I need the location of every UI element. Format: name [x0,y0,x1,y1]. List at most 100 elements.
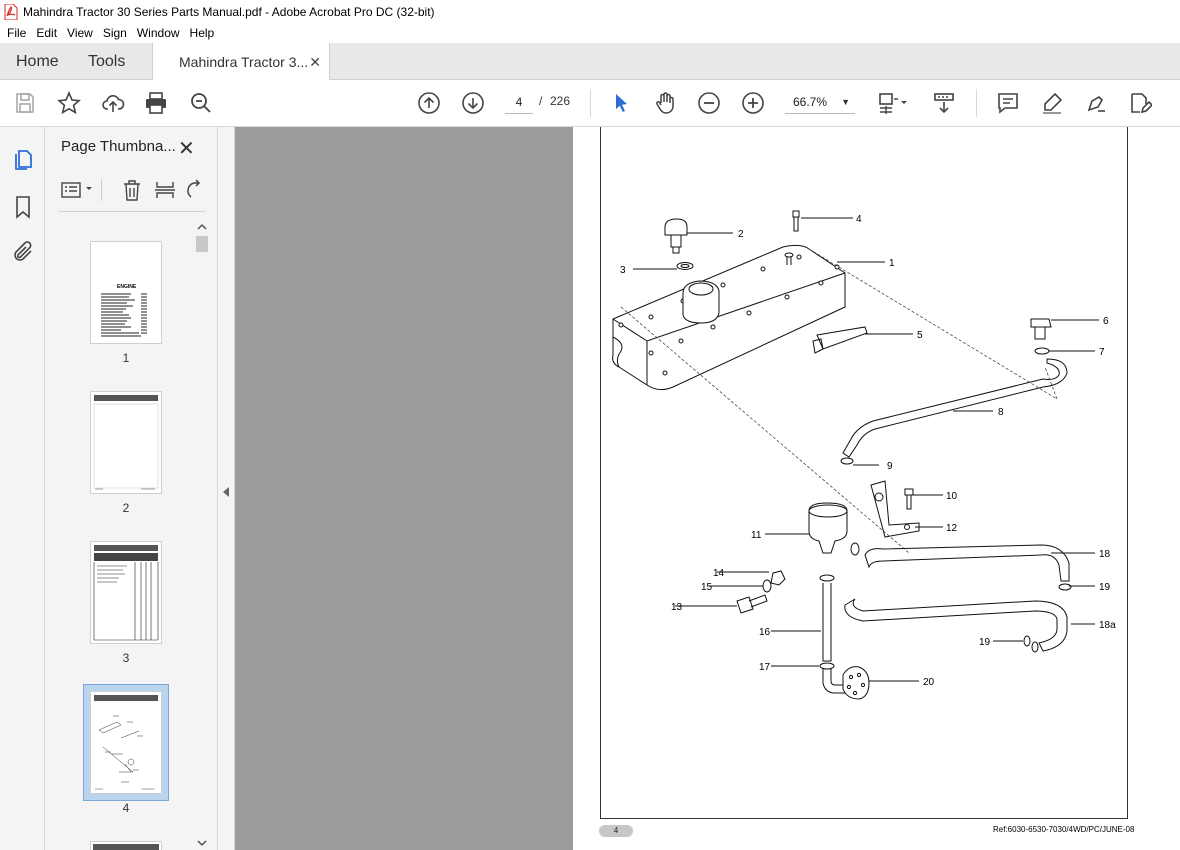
callout-19-lower: 19 [979,637,991,648]
extract-pages-icon[interactable] [154,179,176,201]
next-page-icon[interactable] [460,90,486,116]
title-bar: Mahindra Tractor 30 Series Parts Manual.… [0,0,1180,23]
page-thumbnails-icon[interactable] [11,148,35,172]
thumbnail-scrollbar[interactable] [195,222,209,850]
menu-edit[interactable]: Edit [36,26,58,40]
highlight-pen-icon[interactable] [1039,90,1065,116]
callout-9: 9 [887,461,893,472]
pdf-page: 2 3 4 1 5 6 7 8 9 10 11 12 13 14 15 16 1… [573,127,1180,850]
total-pages: 226 [550,94,571,108]
toolbar-separator [976,89,977,117]
chevron-down-icon[interactable] [899,90,909,116]
collapse-panel-icon[interactable] [223,487,229,497]
tab-document-label: Mahindra Tractor 3... [179,54,309,70]
callout-5: 5 [917,330,923,341]
chevron-down-icon[interactable] [85,185,93,193]
star-icon[interactable] [56,90,82,116]
callout-13: 13 [671,602,683,613]
zoom-level-select[interactable]: 66.7% ▼ [785,90,855,114]
menu-help[interactable]: Help [189,26,215,40]
print-icon[interactable] [143,90,169,116]
thumbnail-preview: ENGINE [101,284,147,337]
select-cursor-icon[interactable] [608,90,634,116]
acrobat-app-icon [4,3,18,20]
scrollbar-thumb[interactable] [196,236,208,252]
bookmark-icon[interactable] [11,195,35,219]
callout-7: 7 [1099,347,1105,358]
panel-tool-separator [101,179,102,201]
zoom-in-icon[interactable] [740,90,766,116]
tab-document[interactable]: Mahindra Tractor 3... ✕ [152,43,330,81]
zoom-search-icon[interactable] [188,90,214,116]
thumbnails-panel: Page Thumbna... ✕ ENGINE 1 [45,127,217,850]
callout-6: 6 [1103,316,1109,327]
callout-14: 14 [713,568,725,579]
menu-window[interactable]: Window [136,26,180,40]
thumbnail-label: 1 [122,351,130,365]
thumbnail-label: 4 [122,801,130,815]
page-number-input[interactable]: 4 [505,90,533,114]
menu-view[interactable]: View [67,26,93,40]
thumbnail-preview [93,844,159,850]
menu-file[interactable]: File [7,26,27,40]
rotate-icon[interactable] [185,179,207,201]
callout-18: 18 [1099,549,1111,560]
window-title: Mahindra Tractor 30 Series Parts Manual.… [23,4,435,19]
attachment-icon[interactable] [11,240,35,264]
sign-pen-icon[interactable] [1083,90,1109,116]
page-separator: / [539,94,543,108]
tab-row: Home Tools Mahindra Tractor 3... ✕ [0,43,1180,81]
document-viewport[interactable]: 2 3 4 1 5 6 7 8 9 10 11 12 13 14 15 16 1… [235,127,1180,850]
thumbnail-label: 2 [122,501,130,515]
callout-20: 20 [923,677,935,688]
zoom-out-icon[interactable] [696,90,722,116]
thumbnail-page-3[interactable] [90,541,162,644]
comment-icon[interactable] [995,90,1021,116]
edit-pdf-icon[interactable] [1127,90,1153,116]
upload-cloud-icon[interactable] [100,90,126,116]
toolbar-separator [590,89,591,117]
options-menu-icon[interactable] [61,179,83,201]
main-toolbar [0,80,1180,127]
page-fit-icon[interactable] [876,90,902,116]
zoom-level-value: 66.7% [793,95,828,109]
tab-home[interactable]: Home [16,52,59,70]
thumbnail-heading: ENGINE [117,284,137,290]
delete-trash-icon[interactable] [121,179,143,201]
callout-18a: 18a [1099,620,1116,631]
menu-sign[interactable]: Sign [102,26,127,40]
scrolling-mode-icon[interactable] [931,90,957,116]
thumbnail-preview [93,545,159,641]
thumbnail-page-2[interactable] [90,391,162,494]
callout-4: 4 [856,214,862,225]
callout-10: 10 [946,491,958,502]
left-rail [0,127,45,850]
page-border-frame [600,127,1128,819]
tab-tools[interactable]: Tools [88,52,126,70]
thumbnail-page-1[interactable]: ENGINE [90,241,162,344]
page-reference-footer: Ref:6030-6530-7030/4WD/PC/JUNE-08 [993,825,1135,834]
callout-1: 1 [889,258,895,269]
panel-divider [59,211,205,212]
page-number-footer: 4 [599,825,633,837]
scroll-up-icon[interactable] [197,222,207,232]
callout-2: 2 [738,229,744,240]
panel-splitter[interactable] [217,127,235,850]
callout-12: 12 [946,523,958,534]
callout-17: 17 [759,662,771,673]
save-icon[interactable] [12,90,38,116]
exploded-parts-diagram: 2 3 4 1 5 6 7 8 9 10 11 12 13 14 15 16 1… [612,210,1116,700]
close-panel-icon[interactable]: ✕ [178,138,195,160]
callout-15: 15 [701,582,713,593]
previous-page-icon[interactable] [416,90,442,116]
scroll-down-icon[interactable] [197,838,207,848]
panel-toolbar [61,177,205,203]
thumbnail-page-5[interactable] [90,841,162,850]
callout-3: 3 [620,265,626,276]
close-tab-icon[interactable]: ✕ [309,54,321,70]
chevron-down-icon: ▼ [841,97,850,107]
hand-tool-icon[interactable] [652,90,678,116]
thumbnail-page-4[interactable] [90,691,162,794]
callout-11: 11 [751,530,762,541]
menu-bar: File Edit View Sign Window Help [0,23,1180,43]
